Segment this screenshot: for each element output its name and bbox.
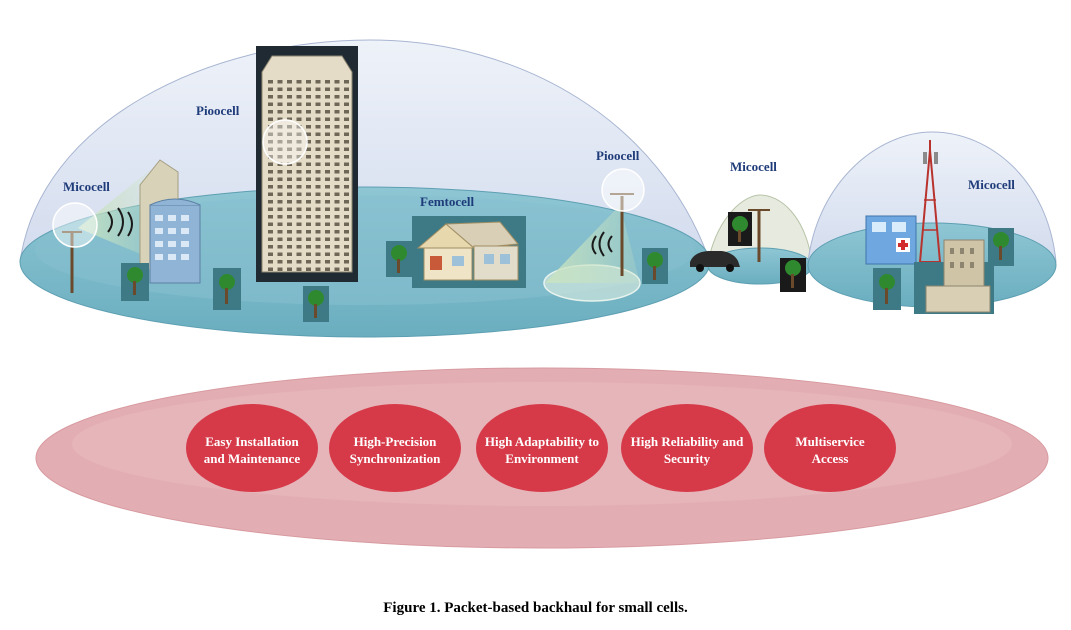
tree-icon — [873, 268, 901, 310]
car-icon — [690, 251, 740, 272]
tree-icon — [213, 268, 241, 310]
tree-icon — [303, 286, 329, 322]
femtocell-label: Femtocell — [420, 194, 475, 209]
svg-text:High Adaptability to: High Adaptability to — [485, 434, 599, 449]
tall-building-icon — [914, 239, 994, 314]
svg-text:Access: Access — [812, 451, 849, 466]
tree-icon — [121, 263, 149, 301]
svg-text:High Reliability and: High Reliability and — [631, 434, 744, 449]
tree-icon — [728, 212, 752, 246]
svg-text:and Maintenance: and Maintenance — [204, 451, 301, 466]
feature-high-adaptability: High Adaptability to Environment — [476, 404, 608, 492]
tree-icon — [642, 248, 668, 284]
tree-icon — [780, 258, 806, 292]
pioocell-right-label: Pioocell — [596, 148, 640, 163]
office-building-icon — [139, 159, 201, 284]
micocell-left-label: Micocell — [63, 179, 110, 194]
micocell-right-label: Micocell — [968, 177, 1015, 192]
pioocell-right-site — [543, 168, 645, 302]
micocell-middle-site — [748, 209, 770, 262]
svg-text:Synchronization: Synchronization — [350, 451, 442, 466]
svg-text:Easy Installation: Easy Installation — [205, 434, 299, 449]
tree-icon — [386, 241, 412, 277]
micocell-left-site — [52, 170, 150, 293]
svg-text:Security: Security — [664, 451, 711, 466]
svg-text:Multiservice: Multiservice — [795, 434, 865, 449]
svg-text:High-Precision: High-Precision — [354, 434, 438, 449]
figure-caption: Figure 1. Packet-based backhaul for smal… — [383, 600, 688, 616]
feature-multiservice-access: Multiservice Access — [764, 404, 896, 492]
hospital-icon — [865, 215, 917, 265]
feature-high-precision-sync: High-Precision Synchronization — [329, 404, 461, 492]
tree-icon — [988, 228, 1014, 266]
pioocell-top-label: Pioocell — [196, 103, 240, 118]
svg-text:Environment: Environment — [505, 451, 579, 466]
house-icon — [412, 216, 526, 288]
feature-easy-installation: Easy Installation and Maintenance — [186, 404, 318, 492]
micocell-middle-label: Micocell — [730, 159, 777, 174]
feature-high-reliability: High Reliability and Security — [621, 404, 753, 492]
skyscraper-icon — [256, 46, 358, 282]
